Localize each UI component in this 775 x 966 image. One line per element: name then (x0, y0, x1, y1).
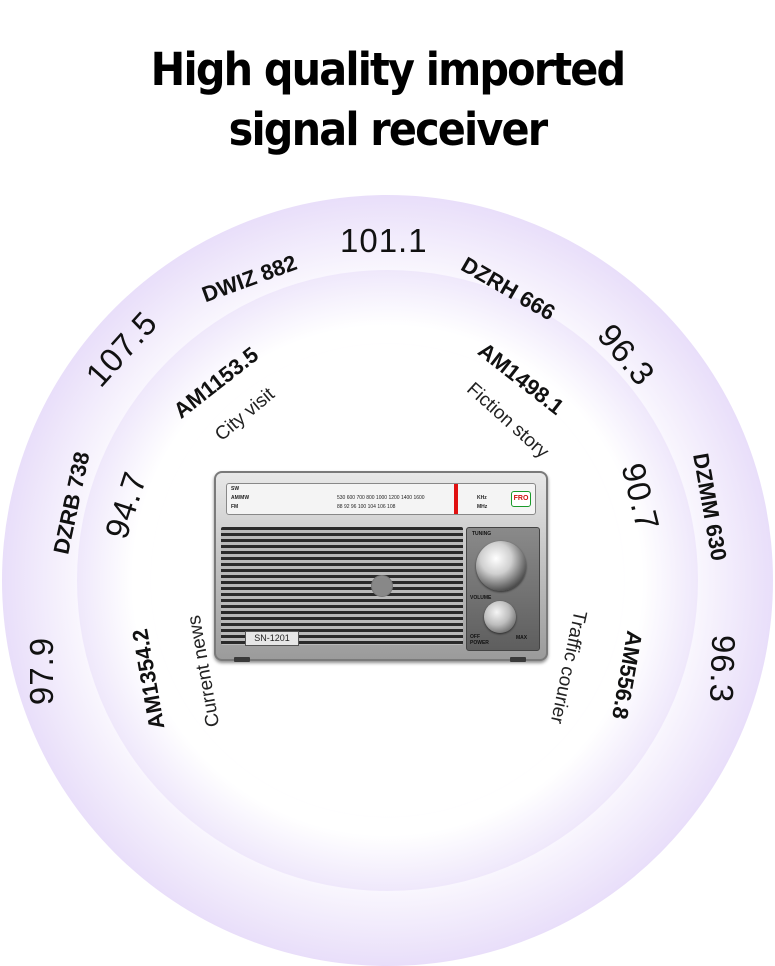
power-label: POWER (470, 640, 489, 646)
outer-freq-top: 101.1 (340, 222, 428, 259)
tuning-needle (454, 484, 458, 514)
band-am-label: AM/MW (231, 495, 250, 501)
tuning-label: TUNING (472, 531, 492, 537)
speaker-grille (221, 527, 463, 645)
volume-knob (484, 601, 516, 633)
radio-foot-right (510, 657, 526, 662)
band-sw-label: SW (231, 486, 240, 492)
fm-badge: FRO (511, 491, 531, 507)
tuning-dial: SW AM/MW FM 530 600 700 800 1000 1200 14… (226, 483, 536, 515)
headline-line-1: High quality imported (150, 43, 627, 96)
model-plate: SN-1201 (245, 631, 299, 646)
outer-freq-bottom-right: 96.3 (702, 634, 743, 704)
headline: High quality imported signal receiver (31, 40, 744, 160)
mhz-label: MHz (477, 504, 488, 510)
volume-label: VOLUME (470, 595, 492, 601)
off-label: OFF (470, 634, 480, 640)
khz-label: KHz (477, 495, 487, 501)
outer-freq-bottom-left: 97.9 (23, 636, 61, 706)
radio-receiver: SW AM/MW FM 530 600 700 800 1000 1200 14… (214, 471, 548, 662)
max-label: MAX (516, 635, 528, 641)
radio-foot-left (234, 657, 250, 662)
fm-scale: 88 92 96 100 104 106 108 (337, 504, 396, 510)
band-fm-label: FM (231, 504, 239, 510)
headline-line-2: signal receiver (228, 103, 549, 156)
speaker-emblem (371, 575, 393, 597)
am-scale: 530 600 700 800 1000 1200 1400 1600 (337, 495, 425, 501)
tuning-knob (476, 541, 526, 591)
